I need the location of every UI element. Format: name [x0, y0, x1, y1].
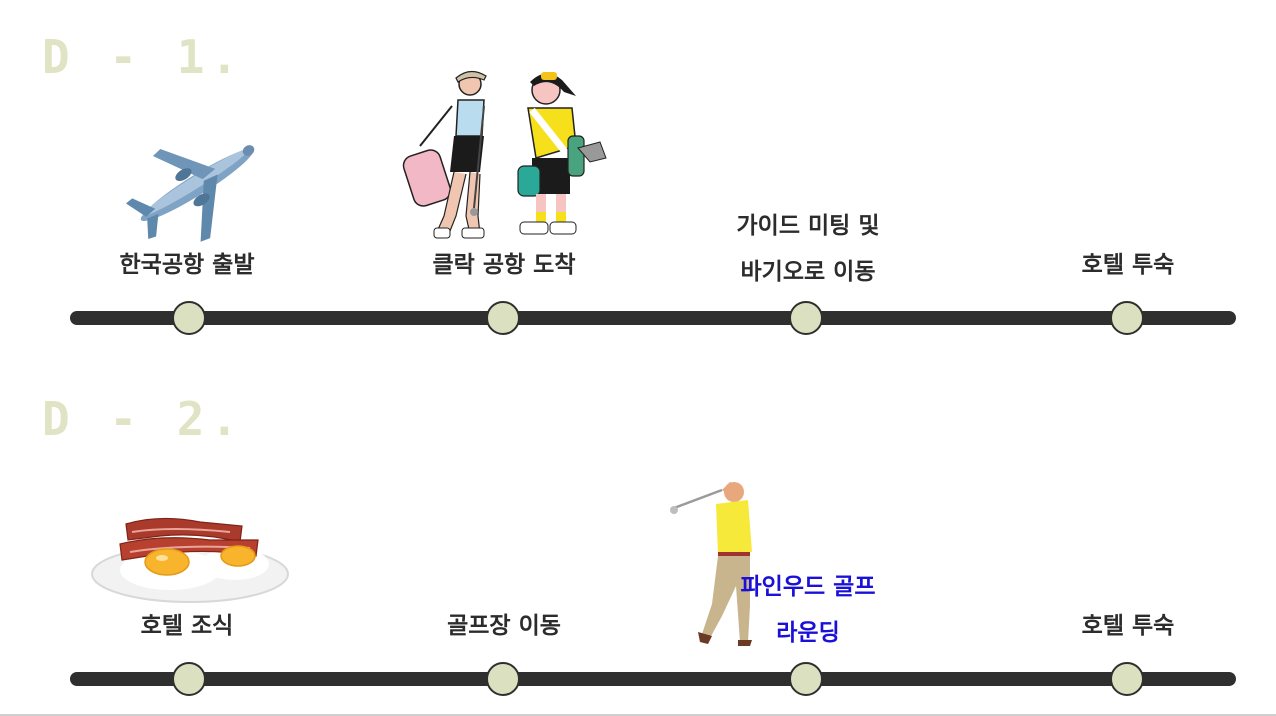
d2-step4-label: 호텔 투숙	[1081, 613, 1175, 639]
d2-step3-label: 파인우드 골프 라운딩	[740, 574, 876, 646]
d1-step1-node	[172, 301, 206, 335]
d1-step4-node	[1110, 301, 1144, 335]
golfer-swing-illustration	[670, 482, 752, 646]
d2-step2-node	[486, 662, 520, 696]
golfers-illustration	[402, 70, 607, 239]
d2-step1-node	[172, 662, 206, 696]
d1-step2-label: 클락 공항 도착	[432, 252, 576, 278]
d1-step3-node	[789, 301, 823, 335]
d1-step4-label: 호텔 투숙	[1081, 252, 1175, 278]
bacon-eggs-illustration	[91, 517, 289, 603]
day1-title: D - 1.	[42, 30, 245, 84]
d2-step2-label: 골프장 이동	[447, 613, 561, 639]
d2-step4-node	[1110, 662, 1144, 696]
d1-step2-node	[486, 301, 520, 335]
d2-step1-label: 호텔 조식	[140, 613, 234, 639]
d1-step3-label: 가이드 미팅 및 바기오로 이동	[736, 213, 880, 285]
d2-timeline-track	[70, 672, 1236, 686]
airplane-icon	[125, 145, 255, 242]
bottom-divider	[0, 714, 1276, 716]
d2-step3-node	[789, 662, 823, 696]
d1-step1-label: 한국공항 출발	[119, 252, 255, 278]
day2-title: D - 2.	[42, 392, 245, 446]
d1-timeline-track	[70, 311, 1236, 325]
